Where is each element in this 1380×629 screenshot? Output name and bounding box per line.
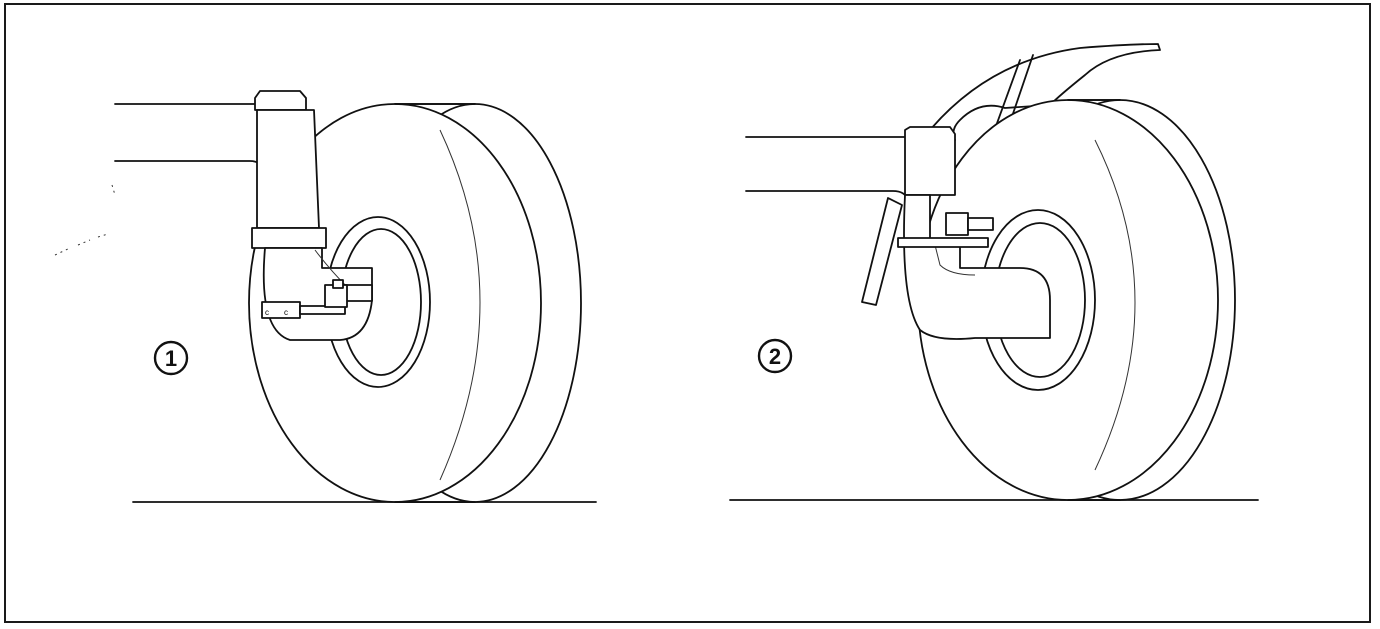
svg-text:c: c <box>284 308 288 317</box>
axle-arm-bottom-1 <box>114 160 263 173</box>
callout-2-label: 2 <box>769 344 781 369</box>
callout-1: 1 <box>153 340 189 376</box>
svg-text:c: c <box>265 308 269 317</box>
kingpin-1: c c <box>251 90 373 341</box>
callout-1-label: 1 <box>165 346 177 371</box>
axle-arm-bottom-2 <box>745 190 909 201</box>
panel-1: c c 1 <box>54 90 597 503</box>
tire-2 <box>917 99 1236 501</box>
callout-2: 2 <box>757 338 793 374</box>
kingpin-2 <box>861 126 1051 340</box>
panel-2: 2 <box>729 43 1259 501</box>
